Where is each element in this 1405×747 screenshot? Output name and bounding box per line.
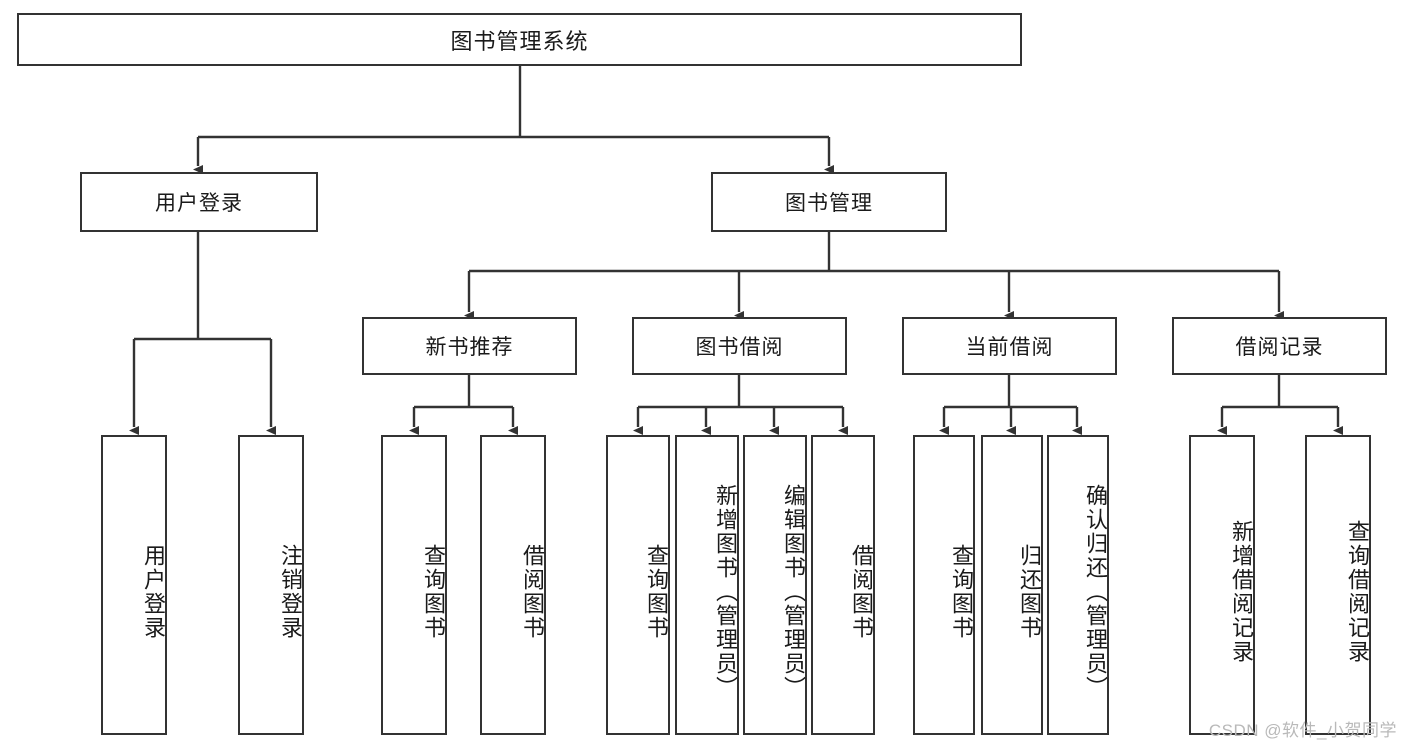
node-leaf-logout-login-label: 注销登录 bbox=[278, 544, 303, 640]
node-leaf-logout-login[interactable]: 注销登录 bbox=[238, 435, 304, 735]
node-root-label: 图书管理系统 bbox=[450, 28, 589, 54]
node-leaf-query-record-label: 查询借阅记录 bbox=[1345, 520, 1370, 664]
node-book-management-label: 图书管理 bbox=[785, 192, 873, 215]
node-leaf-query-book-3-label: 查询图书 bbox=[949, 544, 974, 640]
node-leaf-edit-book-label: 编辑图书（管理员） bbox=[781, 484, 806, 700]
node-current-borrow-label: 当前借阅 bbox=[965, 336, 1054, 359]
node-root-system[interactable]: 图书管理系统 bbox=[17, 13, 1022, 66]
node-leaf-add-record-label: 新增借阅记录 bbox=[1229, 520, 1254, 664]
node-leaf-borrow-book-2-label: 借阅图书 bbox=[849, 544, 874, 640]
node-leaf-add-book[interactable]: 新增图书（管理员） bbox=[675, 435, 739, 735]
node-leaf-borrow-book-1[interactable]: 借阅图书 bbox=[480, 435, 546, 735]
node-user-login-label: 用户登录 bbox=[155, 192, 243, 215]
node-leaf-query-book-1-label: 查询图书 bbox=[421, 544, 446, 640]
node-leaf-return-book[interactable]: 归还图书 bbox=[981, 435, 1043, 735]
node-leaf-return-book-label: 归还图书 bbox=[1017, 544, 1042, 640]
node-leaf-user-login[interactable]: 用户登录 bbox=[101, 435, 167, 735]
node-leaf-query-book-2[interactable]: 查询图书 bbox=[606, 435, 670, 735]
node-leaf-query-book-1[interactable]: 查询图书 bbox=[381, 435, 447, 735]
node-new-book-recommend-label: 新书推荐 bbox=[425, 336, 514, 359]
node-leaf-add-book-label: 新增图书（管理员） bbox=[713, 484, 738, 700]
node-book-borrow-label: 图书借阅 bbox=[695, 336, 784, 359]
node-user-login[interactable]: 用户登录 bbox=[80, 172, 318, 232]
node-leaf-confirm-return-label: 确认归还（管理员） bbox=[1083, 484, 1108, 700]
node-leaf-query-record[interactable]: 查询借阅记录 bbox=[1305, 435, 1371, 735]
node-leaf-confirm-return[interactable]: 确认归还（管理员） bbox=[1047, 435, 1109, 735]
node-leaf-add-record[interactable]: 新增借阅记录 bbox=[1189, 435, 1255, 735]
node-current-borrow[interactable]: 当前借阅 bbox=[902, 317, 1117, 375]
node-leaf-user-login-label: 用户登录 bbox=[141, 544, 166, 640]
node-book-management[interactable]: 图书管理 bbox=[711, 172, 947, 232]
node-leaf-query-book-2-label: 查询图书 bbox=[644, 544, 669, 640]
node-leaf-borrow-book-1-label: 借阅图书 bbox=[520, 544, 545, 640]
node-new-book-recommend[interactable]: 新书推荐 bbox=[362, 317, 577, 375]
node-leaf-borrow-book-2[interactable]: 借阅图书 bbox=[811, 435, 875, 735]
node-leaf-query-book-3[interactable]: 查询图书 bbox=[913, 435, 975, 735]
node-book-borrow[interactable]: 图书借阅 bbox=[632, 317, 847, 375]
node-borrow-record[interactable]: 借阅记录 bbox=[1172, 317, 1387, 375]
node-leaf-edit-book[interactable]: 编辑图书（管理员） bbox=[743, 435, 807, 735]
node-borrow-record-label: 借阅记录 bbox=[1235, 336, 1324, 359]
